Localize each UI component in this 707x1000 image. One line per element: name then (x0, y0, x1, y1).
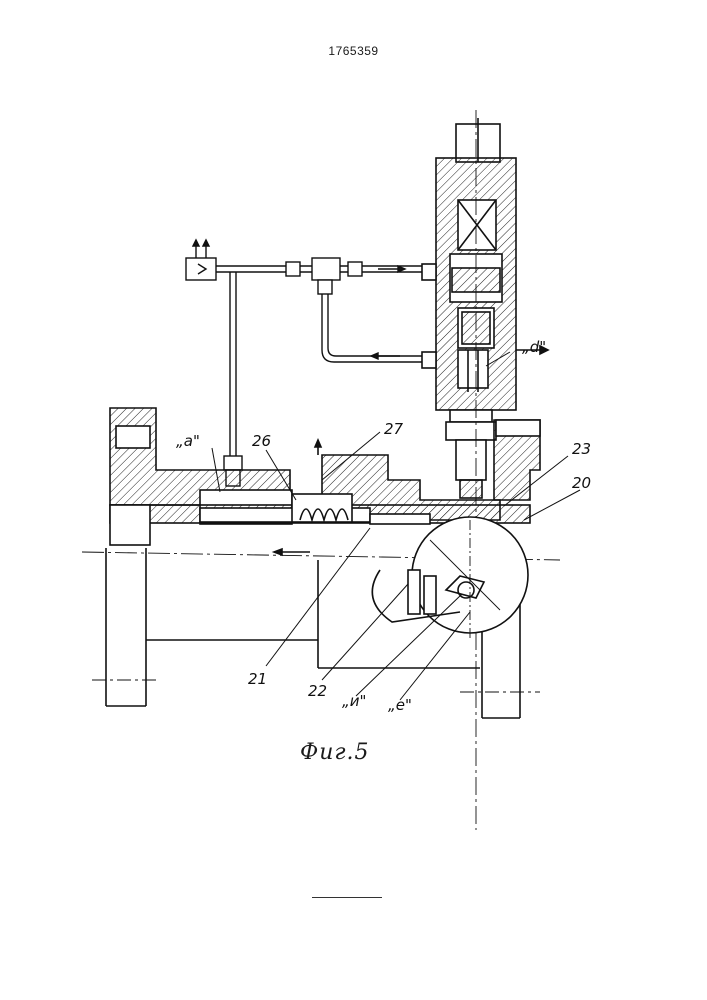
callout-n: „и" (342, 692, 366, 710)
callout-22: 22 (308, 682, 327, 700)
callout-20: 20 (572, 474, 591, 492)
callout-a: „a" (176, 432, 200, 450)
callout-e: „e" (388, 696, 412, 714)
callout-21: 21 (248, 670, 267, 688)
callout-26: 26 (252, 432, 271, 450)
figure-caption: Фиг.5 (300, 740, 370, 765)
cam-assembly (372, 517, 528, 640)
piping (186, 240, 422, 486)
callout-27: 27 (384, 420, 404, 438)
callout-23: 23 (572, 440, 591, 458)
bottom-rule (312, 897, 382, 898)
leader-lines (212, 352, 580, 700)
callout-d: „d" (522, 338, 546, 356)
